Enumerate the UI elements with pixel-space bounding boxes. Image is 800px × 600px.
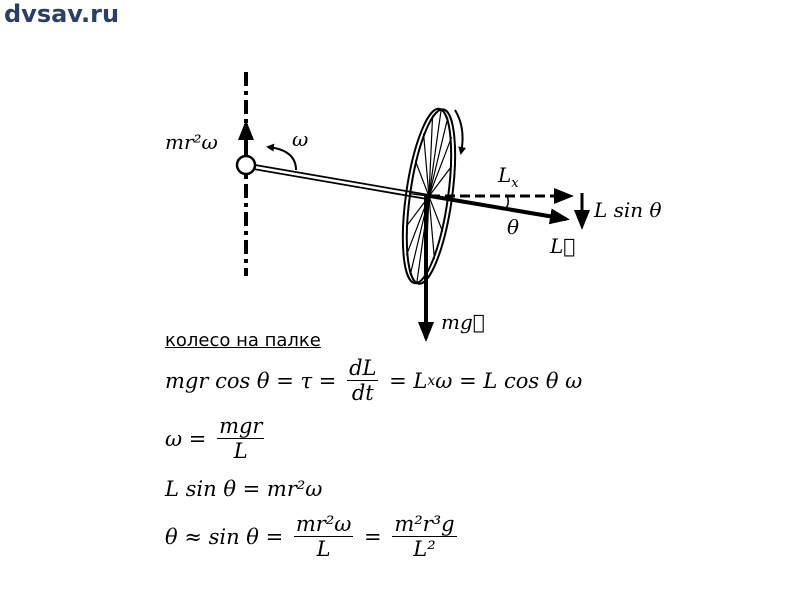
theta-label: θ bbox=[507, 215, 519, 239]
l-vector-label: L⃗ bbox=[549, 234, 575, 258]
eq4-left: θ ≈ sin θ = bbox=[165, 524, 290, 549]
precession-label: ω bbox=[292, 127, 308, 151]
spin-arrow bbox=[454, 109, 467, 155]
l-vector-arrow bbox=[429, 194, 570, 225]
wheel-spoke bbox=[428, 137, 453, 197]
wheel-spoke bbox=[428, 110, 442, 197]
l-sin-label: L sin θ bbox=[593, 198, 662, 222]
eq1-left: mgr cos θ = τ = bbox=[165, 368, 344, 393]
wheel-spoke bbox=[428, 117, 449, 197]
gravity-label: mg⃗ bbox=[441, 310, 485, 334]
wheel-spoke bbox=[409, 192, 430, 197]
eq4-mid: = bbox=[357, 524, 389, 549]
numerator: mgr bbox=[217, 414, 265, 440]
pivot bbox=[235, 154, 257, 176]
wheel-spoke bbox=[422, 133, 430, 197]
numerator: m²r³g bbox=[392, 512, 457, 538]
equation-lsin: L sin θ = mr²ω bbox=[165, 477, 323, 501]
eq1-sub: x bbox=[427, 372, 436, 389]
site-logo[interactable]: dvsav.ru bbox=[4, 0, 120, 28]
axis-momentum-label: mr²ω bbox=[165, 130, 218, 154]
wheel-spoke bbox=[428, 115, 434, 197]
section-heading: колесо на палке bbox=[165, 330, 321, 351]
wheel-spoke bbox=[414, 160, 430, 197]
numerator: mr²ω bbox=[293, 512, 354, 538]
precession-arrow bbox=[266, 143, 297, 171]
denominator: L bbox=[233, 439, 248, 464]
numerator: dL bbox=[347, 356, 379, 382]
lx-label: Lx bbox=[497, 163, 519, 191]
denominator: dt bbox=[351, 381, 374, 406]
theta-arc bbox=[505, 195, 510, 209]
denominator: L² bbox=[413, 537, 436, 562]
wheel-spoke bbox=[428, 196, 444, 233]
wheel-spoke bbox=[428, 165, 453, 197]
wheel-spoke bbox=[428, 196, 436, 260]
eq1-right: ω = L cos θ ω bbox=[435, 368, 583, 393]
denominator: L bbox=[316, 537, 331, 562]
eq1-mid: = L bbox=[382, 368, 428, 393]
eq2-left: ω = bbox=[165, 426, 214, 451]
